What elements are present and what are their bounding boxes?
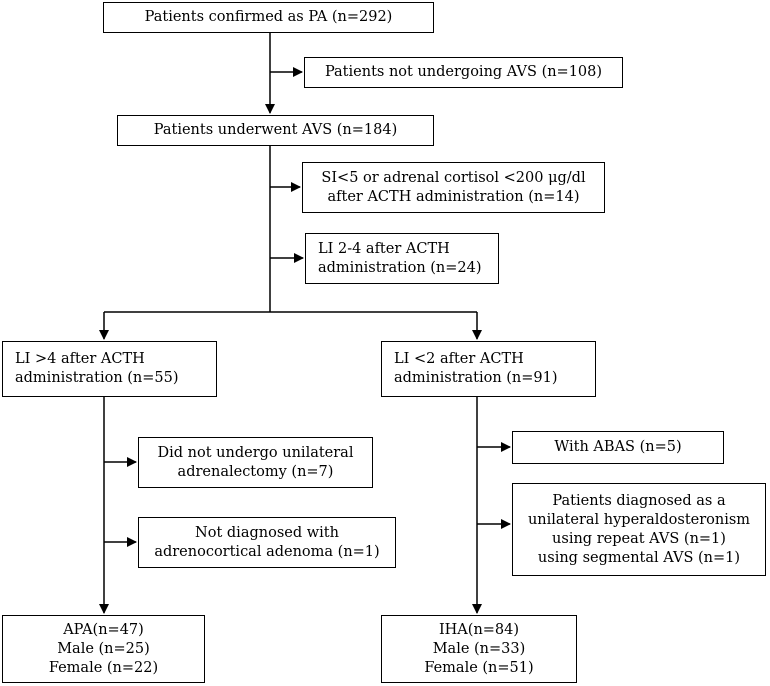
box-text-line: Female (n=22)	[48, 659, 159, 676]
box-text-line: Not diagnosed with	[195, 524, 339, 541]
box-text-line: SI<5 or adrenal cortisol <200 μg/dl	[321, 169, 586, 186]
box-text-line: Female (n=51)	[424, 659, 534, 676]
box-apa: APA(n=47) Male (n=25) Female (n=22)	[2, 615, 205, 683]
box-text-line: IHA(n=84)	[438, 621, 520, 638]
box-text-line: LI >4 after ACTH	[15, 351, 145, 367]
box-text-line: LI <2 after ACTH	[394, 351, 524, 367]
box-iha: IHA(n=84) Male (n=33) Female (n=51)	[381, 615, 577, 683]
box-text-line: using segmental AVS (n=1)	[537, 549, 741, 566]
box-text-line: Male (n=33)	[432, 640, 526, 657]
box-text-line: Did not undergo unilateral	[157, 444, 354, 461]
box-text-line: using repeat AVS (n=1)	[552, 530, 726, 547]
box-text-line: LI 2-4 after ACTH	[318, 240, 450, 257]
box-text-line: adrenocortical adenoma (n=1)	[154, 543, 380, 560]
box-text-line: APA(n=47)	[63, 621, 144, 638]
box-text-line: Male (n=25)	[57, 640, 150, 657]
box-unilateral-hyperaldosteronism: Patients diagnosed as a unilateral hypera…	[512, 483, 766, 576]
box-text-line: Patients confirmed as PA (n=292)	[144, 9, 393, 25]
box-text-line: Patients diagnosed as a	[552, 492, 726, 509]
box-text-line: administration (n=55)	[15, 370, 179, 386]
box-li-2-4: LI 2-4 after ACTH administration (n=24)	[305, 233, 499, 284]
box-patients-not-undergoing-avs: Patients not undergoing AVS (n=108)	[304, 57, 623, 88]
box-text-line: unilateral hyperaldosteronism	[527, 511, 751, 528]
box-li-gt4: LI >4 after ACTH administration (n=55)	[2, 341, 217, 397]
box-patients-confirmed-pa: Patients confirmed as PA (n=292)	[103, 2, 434, 33]
box-text-line: adrenalectomy (n=7)	[177, 463, 334, 480]
box-text-line: Patients not undergoing AVS (n=108)	[324, 64, 603, 80]
box-not-adenoma: Not diagnosed with adrenocortical adenoma…	[138, 517, 396, 568]
box-text-line: With ABAS (n=5)	[554, 439, 682, 455]
box-no-adrenalectomy: Did not undergo unilateral adrenalectomy …	[138, 437, 373, 488]
box-text-line: after ACTH administration (n=14)	[327, 188, 580, 205]
box-patients-underwent-avs: Patients underwent AVS (n=184)	[117, 115, 434, 146]
box-text-line: Patients underwent AVS (n=184)	[153, 122, 398, 138]
box-li-lt2: LI <2 after ACTH administration (n=91)	[381, 341, 596, 397]
box-si-excluded: SI<5 or adrenal cortisol <200 μg/dl after…	[302, 162, 605, 213]
box-with-abas: With ABAS (n=5)	[512, 431, 724, 464]
box-text-line: administration (n=24)	[318, 259, 482, 276]
box-text-line: administration (n=91)	[394, 370, 558, 386]
